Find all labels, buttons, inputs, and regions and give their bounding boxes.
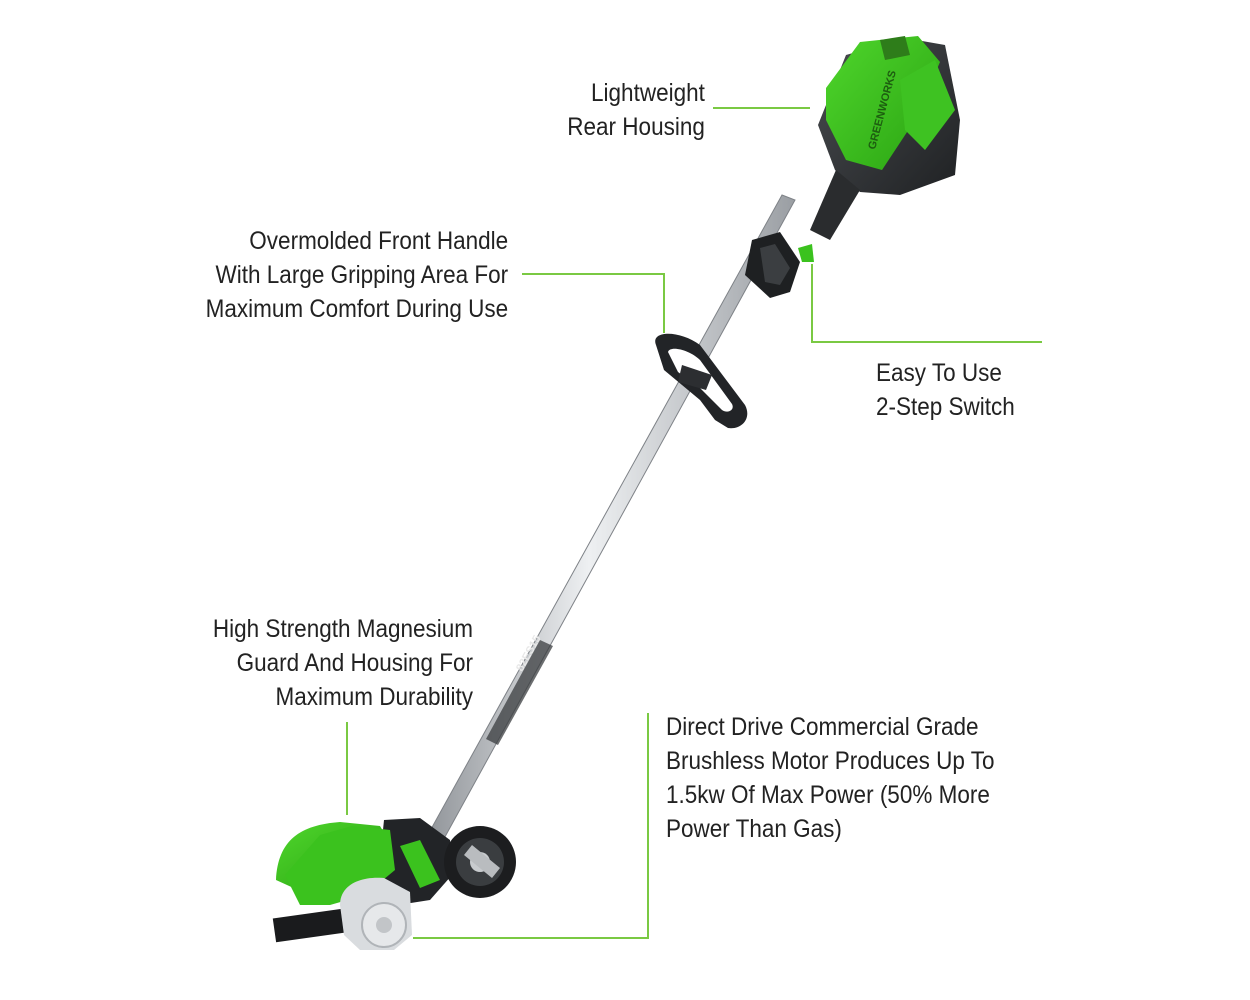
callout-switch: Easy To Use 2-Step Switch: [876, 356, 1015, 424]
callout-motor-line-1: Direct Drive Commercial Grade: [666, 713, 979, 741]
callout-guard: High Strength Magnesium Guard And Housin…: [213, 612, 473, 714]
callout-guard-line-2: Guard And Housing For: [236, 649, 473, 677]
callout-guard-line-1: High Strength Magnesium: [212, 615, 473, 643]
callout-front-handle-line-3: Maximum Comfort During Use: [205, 295, 508, 323]
leader-line-motor: [413, 713, 649, 939]
leader-line-switch: [811, 264, 1042, 343]
callout-front-handle: Overmolded Front Handle With Large Gripp…: [205, 224, 508, 326]
callout-front-handle-line-2: With Large Gripping Area For: [215, 261, 508, 289]
callout-switch-line-1: Easy To Use: [876, 359, 1002, 387]
leader-lines: [346, 107, 1042, 939]
callout-rear-housing-line-2: Rear Housing: [567, 113, 705, 141]
front-handle: [655, 333, 748, 429]
callout-switch-line-2: 2-Step Switch: [876, 393, 1015, 421]
callout-motor-line-3: 1.5kw Of Max Power (50% More: [666, 781, 990, 809]
callout-motor-line-2: Brushless Motor Produces Up To: [666, 747, 995, 775]
rear-grip: [745, 232, 814, 298]
callout-guard-line-3: Maximum Durability: [275, 683, 473, 711]
callout-rear-housing-line-1: Lightweight: [591, 79, 705, 107]
callout-rear-housing: Lightweight Rear Housing: [567, 76, 705, 144]
callout-motor: Direct Drive Commercial Grade Brushless …: [666, 710, 994, 846]
rear-housing: GREENWORKS: [810, 36, 960, 240]
switch-trigger: [798, 244, 814, 262]
leader-line-front-handle: [522, 273, 665, 333]
edger-head: [272, 818, 516, 950]
callout-front-handle-line-1: Overmolded Front Handle: [249, 227, 509, 255]
callout-motor-line-4: Power Than Gas): [666, 815, 842, 843]
